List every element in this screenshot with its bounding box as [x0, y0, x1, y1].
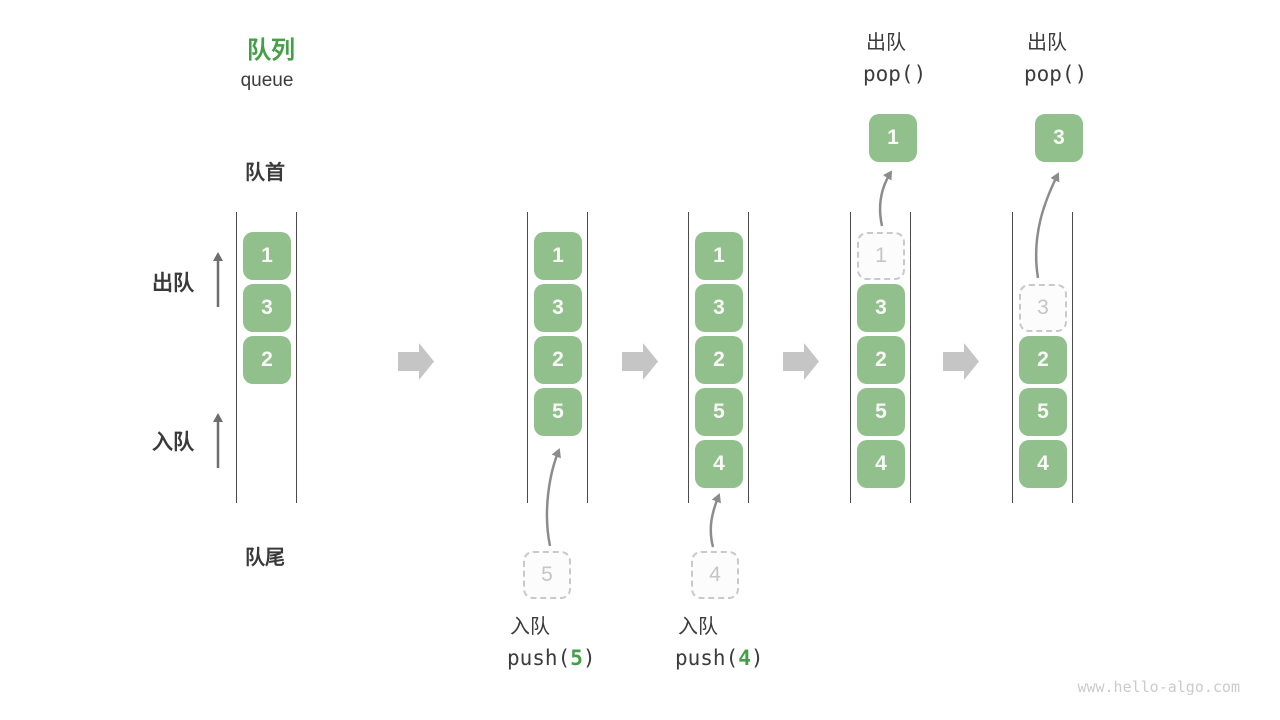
dequeue-op-zh: 出队	[866, 32, 906, 54]
enqueue-op-label-push5: 入队 push(5)	[507, 617, 596, 669]
pop-code: pop()	[1024, 62, 1088, 86]
queue-item: 5	[857, 388, 905, 436]
push4-code: push(4)	[675, 646, 764, 670]
pop-code: pop()	[863, 62, 927, 86]
state-transition-arrow-icon	[622, 343, 658, 380]
enqueue-op-zh: 入队	[510, 616, 550, 638]
state-transition-arrow-icon	[783, 343, 819, 380]
watermark: www.hello-algo.com	[1077, 678, 1240, 696]
queue-item: 4	[857, 440, 905, 488]
queue-item: 5	[695, 388, 743, 436]
queue-item: 5	[534, 388, 582, 436]
queue-rear-label: 队尾	[245, 547, 285, 569]
queue-item: 3	[243, 284, 291, 332]
queue-item: 2	[695, 336, 743, 384]
enqueue-side-label: 入队	[152, 431, 194, 454]
queue-item: 2	[857, 336, 905, 384]
queue-item: 1	[695, 232, 743, 280]
incoming-item: 4	[691, 551, 739, 599]
dequeue-side-label: 出队	[152, 272, 194, 295]
queue-item: 4	[1019, 440, 1067, 488]
queue-item: 2	[534, 336, 582, 384]
queue-item: 2	[243, 336, 291, 384]
queue-item: 5	[1019, 388, 1067, 436]
diagram-title-en: queue	[240, 70, 294, 91]
queue-item: 1	[243, 232, 291, 280]
queue-item: 4	[695, 440, 743, 488]
enqueue-op-zh: 入队	[678, 616, 718, 638]
queue-item: 3	[695, 284, 743, 332]
incoming-item: 5	[523, 551, 571, 599]
diagram-title-zh: 队列	[247, 37, 295, 64]
dequeue-op-zh: 出队	[1027, 32, 1067, 54]
enqueue-op-label-push4: 入队 push(4)	[675, 617, 764, 669]
queue-item: 3	[534, 284, 582, 332]
queue-item-removed: 3	[1019, 284, 1067, 332]
queue-item: 3	[857, 284, 905, 332]
popped-item: 3	[1035, 114, 1083, 162]
push5-code: push(5)	[507, 646, 596, 670]
queue-item: 2	[1019, 336, 1067, 384]
dequeue-op-label-1: 出队 pop()	[863, 33, 926, 85]
state-transition-arrow-icon	[398, 343, 434, 380]
dequeue-op-label-2: 出队 pop()	[1024, 33, 1087, 85]
queue-item: 1	[534, 232, 582, 280]
queue-front-label: 队首	[245, 162, 285, 184]
state-transition-arrow-icon	[943, 343, 979, 380]
queue-item-removed: 1	[857, 232, 905, 280]
popped-item: 1	[869, 114, 917, 162]
